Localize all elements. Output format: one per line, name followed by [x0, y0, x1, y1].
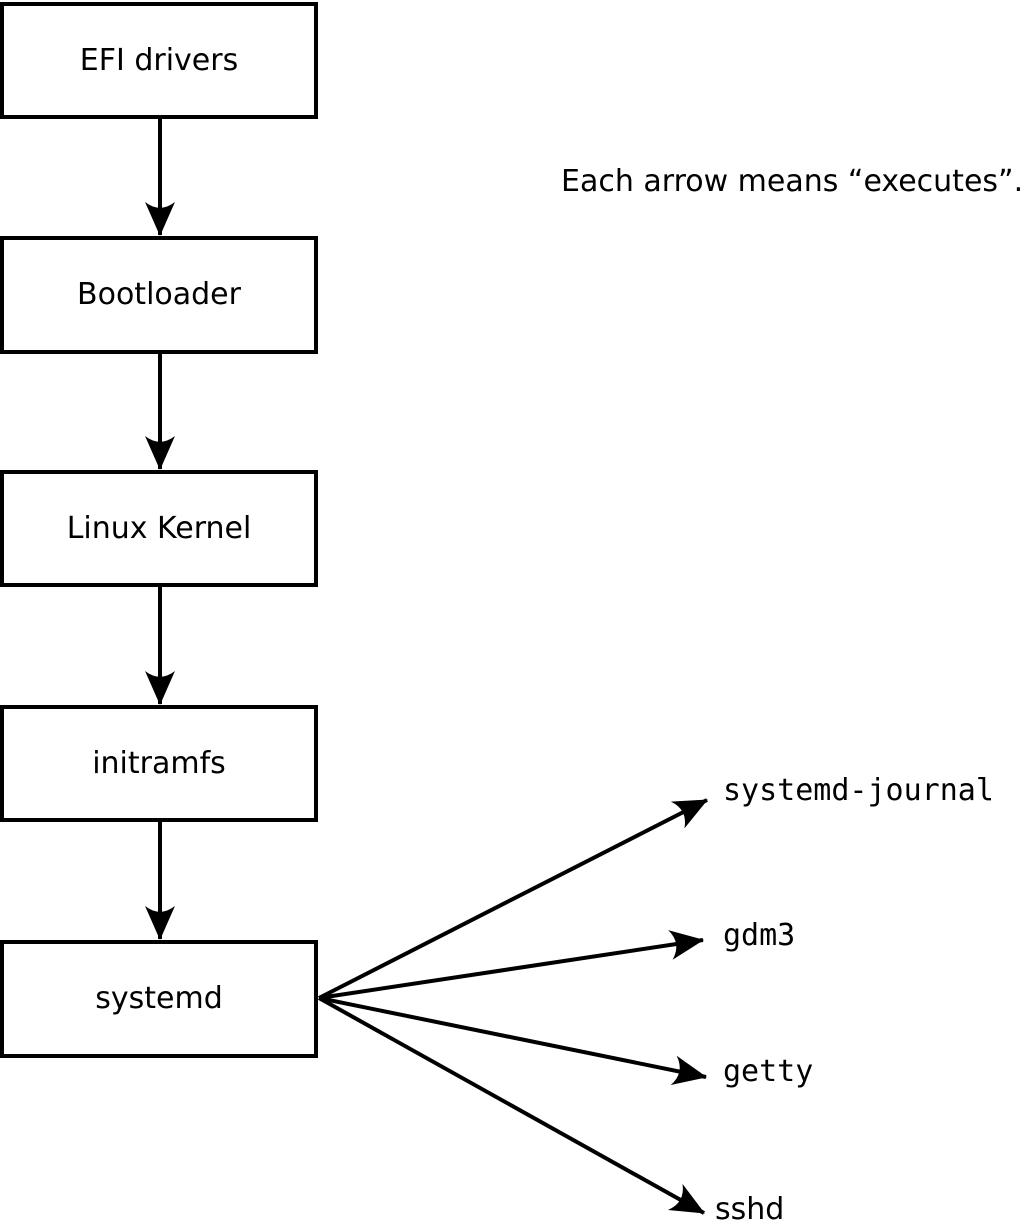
node-label: Linux Kernel — [66, 510, 252, 546]
node-systemd: systemd — [0, 940, 318, 1058]
arrow-systemd-to-journal — [318, 798, 708, 1000]
node-efi-drivers: EFI drivers — [0, 2, 318, 119]
node-label: initramfs — [92, 745, 226, 781]
node-label: Bootloader — [77, 277, 241, 312]
process-label-sshd: sshd — [715, 1192, 785, 1227]
arrow-systemd-to-gdm3 — [318, 930, 705, 1000]
node-linux-kernel: Linux Kernel — [0, 470, 318, 587]
process-label-getty: getty — [723, 1054, 814, 1089]
arrow-meaning-caption: Each arrow means “executes”. — [561, 164, 1023, 199]
arrow-systemd-to-sshd — [318, 996, 705, 1215]
node-bootloader: Bootloader — [0, 236, 318, 354]
arrow-systemd-to-getty — [318, 996, 707, 1086]
node-initramfs: initramfs — [0, 705, 318, 822]
node-label: EFI drivers — [79, 42, 239, 78]
process-label-systemd-journal: systemd-journal — [723, 773, 994, 808]
node-label: systemd — [95, 981, 223, 1016]
process-label-gdm3: gdm3 — [723, 918, 796, 953]
